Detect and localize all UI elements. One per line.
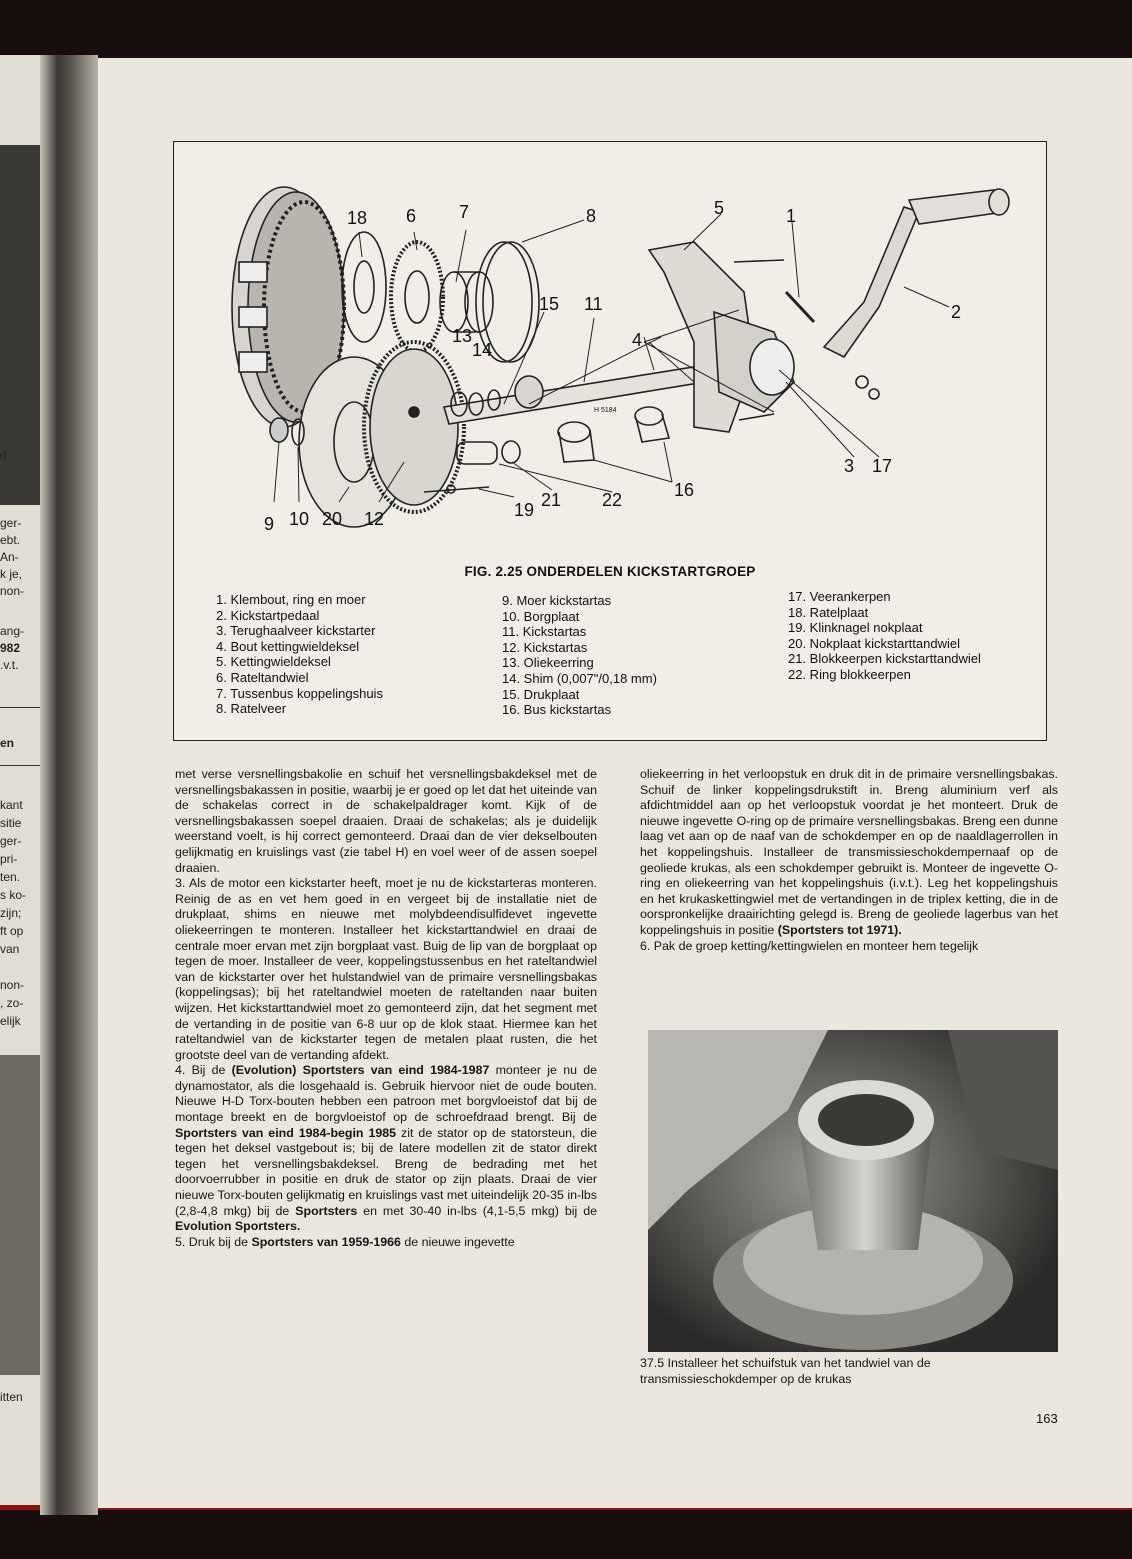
legend-column-3: 17. Veerankerpen 18. Ratelplaat 19. Klin… (788, 589, 981, 683)
paragraph: 4. Bij de (Evolution) Sportsters van ein… (175, 1063, 598, 1234)
paragraph: 5. Druk bij de Sportsters van 1959-1966 … (175, 1234, 515, 1249)
paragraph: oliekeerring in het verloopstuk en druk … (640, 767, 1058, 937)
legend-item: 22. Ring blokkeerpen (788, 666, 911, 682)
prev-fragment: .v.t. (0, 658, 19, 672)
legend-column-2: 9. Moer kickstartas 10. Borgplaat 11. Ki… (502, 593, 657, 718)
kickstart-gear (362, 340, 466, 514)
kickstart-pedal (822, 206, 921, 359)
callout-4: 4 (632, 330, 642, 350)
lock-plate (291, 418, 305, 446)
prev-fragment: k je, (0, 567, 23, 581)
callout-5: 5 (714, 198, 724, 218)
ratchet-gear (389, 240, 445, 354)
right-text-column: oliekeerring in het verloopstuk en druk … (640, 767, 1058, 954)
callout-16: 16 (674, 480, 694, 500)
callout-11: 11 (584, 294, 603, 314)
callout-7: 7 (459, 202, 469, 222)
prev-fragment: 982 (0, 641, 21, 655)
scan-border-bottom (0, 1510, 1132, 1559)
paragraph: 6. Pak de groep ketting/kettingwielen en… (640, 938, 979, 953)
callout-15: 15 (539, 294, 559, 314)
prev-fragment: ger- (0, 516, 22, 530)
legend-item: 5. Kettingwieldeksel (216, 654, 331, 670)
callout-1: 1 (786, 206, 796, 226)
callout-2: 2 (951, 302, 961, 322)
photo-crankshaft (648, 1030, 1058, 1352)
callout-14: 14 (472, 340, 492, 360)
legend-item: 14. Shim (0,007"/0,18 mm) (502, 670, 657, 686)
callout-10: 10 (289, 509, 309, 529)
prev-fragment: ger- (0, 834, 22, 848)
prev-fragment: d (0, 448, 7, 462)
prev-fragment: en (0, 736, 15, 750)
prev-fragment: ten. (0, 870, 21, 884)
photo-caption: 37.5 Installeer het schuifstuk van het t… (640, 1356, 931, 1386)
nut (269, 417, 289, 443)
callout-12: 12 (364, 509, 384, 529)
book-gutter (40, 55, 98, 1515)
callout-3: 3 (844, 456, 854, 476)
prev-fragment: itten (0, 1390, 23, 1404)
figure: 18 6 7 8 5 1 2 15 11 13 14 4 H 5184 3 17… (173, 141, 1047, 741)
exploded-diagram: 18 6 7 8 5 1 2 15 11 13 14 4 H 5184 3 17… (231, 186, 1010, 534)
legend-item: 17. Veerankerpen (788, 589, 891, 604)
previous-page-photo (0, 145, 40, 505)
prev-fragment: pri- (0, 852, 18, 866)
prev-fragment: ft op (0, 924, 24, 938)
legend-item: 13. Oliekeerring (502, 655, 594, 671)
callout-19: 19 (514, 500, 534, 520)
prev-fragment: elijk (0, 1014, 21, 1028)
legend-item: 1. Klembout, ring en moer (216, 592, 366, 607)
prev-fragment: ebt. (0, 533, 21, 547)
previous-page-photo (0, 1055, 40, 1375)
previous-page-edge: d ger- ebt. An- k je, non- ang- 982 .v.t… (0, 55, 40, 1505)
callout-6: 6 (406, 206, 416, 226)
callout-20: 20 (322, 509, 342, 529)
diagram-code: H 5184 (594, 407, 617, 414)
legend-column-1: 1. Klembout, ring en moer 2. Kickstartpe… (216, 592, 383, 717)
prev-fragment: ang- (0, 624, 25, 638)
legend-item: 16. Bus kickstartas (502, 702, 612, 718)
callout-8: 8 (586, 206, 596, 226)
legend-item: 11. Kickstartas (502, 624, 587, 640)
ratchet-plate (341, 231, 387, 343)
prev-fragment: s ko- (0, 888, 27, 902)
callout-13: 13 (452, 326, 472, 346)
legend-item: 18. Ratelplaat (788, 604, 869, 620)
legend-item: 7. Tussenbus koppelingshuis (216, 685, 383, 701)
legend-item: 20. Nokplaat kickstarttandwiel (788, 635, 960, 651)
callout-18: 18 (347, 208, 367, 228)
prev-fragment: non- (0, 584, 25, 598)
legend-item: 9. Moer kickstartas (502, 593, 612, 608)
legend-item: 21. Blokkeerpen kickstarttandwiel (788, 651, 981, 667)
legend-item: 8. Ratelveer (216, 701, 287, 717)
legend-item: 10. Borgplaat (502, 608, 580, 624)
legend-item: 4. Bout kettingwieldeksel (216, 638, 360, 654)
prev-fragment: zijn; (0, 906, 22, 920)
legend-item: 6. Rateltandwiel (216, 669, 309, 685)
prev-fragment: An- (0, 550, 19, 564)
prev-fragment: sitie (0, 816, 22, 830)
left-text-column: met verse versnellingsbakolie en schuif … (175, 767, 597, 1250)
legend-item: 3. Terughaalveer kickstarter (216, 623, 376, 639)
prev-fragment: van (0, 942, 20, 956)
legend-item: 2. Kickstartpedaal (216, 607, 320, 623)
paragraph: met verse versnellingsbakolie en schuif … (175, 767, 597, 875)
callout-17: 17 (872, 456, 892, 476)
ratchet-spring (475, 241, 533, 363)
page-number: 163 (1036, 1411, 1058, 1426)
callout-21: 21 (541, 490, 561, 510)
prev-fragment: non- (0, 978, 25, 992)
paragraph: 3. Als de motor een kickstarter heeft, m… (175, 876, 597, 1062)
figure-title: FIG. 2.25 ONDERDELEN KICKSTARTGROEP (464, 564, 756, 579)
prev-fragment: , zo- (0, 996, 24, 1010)
legend-item: 15. Drukplaat (502, 686, 580, 702)
legend-item: 19. Klinknagel nokplaat (788, 620, 923, 636)
prev-fragment: kant (0, 798, 23, 812)
scan-border-top (0, 0, 1132, 60)
callout-22: 22 (602, 490, 622, 510)
legend-item: 12. Kickstartas (502, 639, 588, 655)
callout-9: 9 (264, 514, 274, 534)
